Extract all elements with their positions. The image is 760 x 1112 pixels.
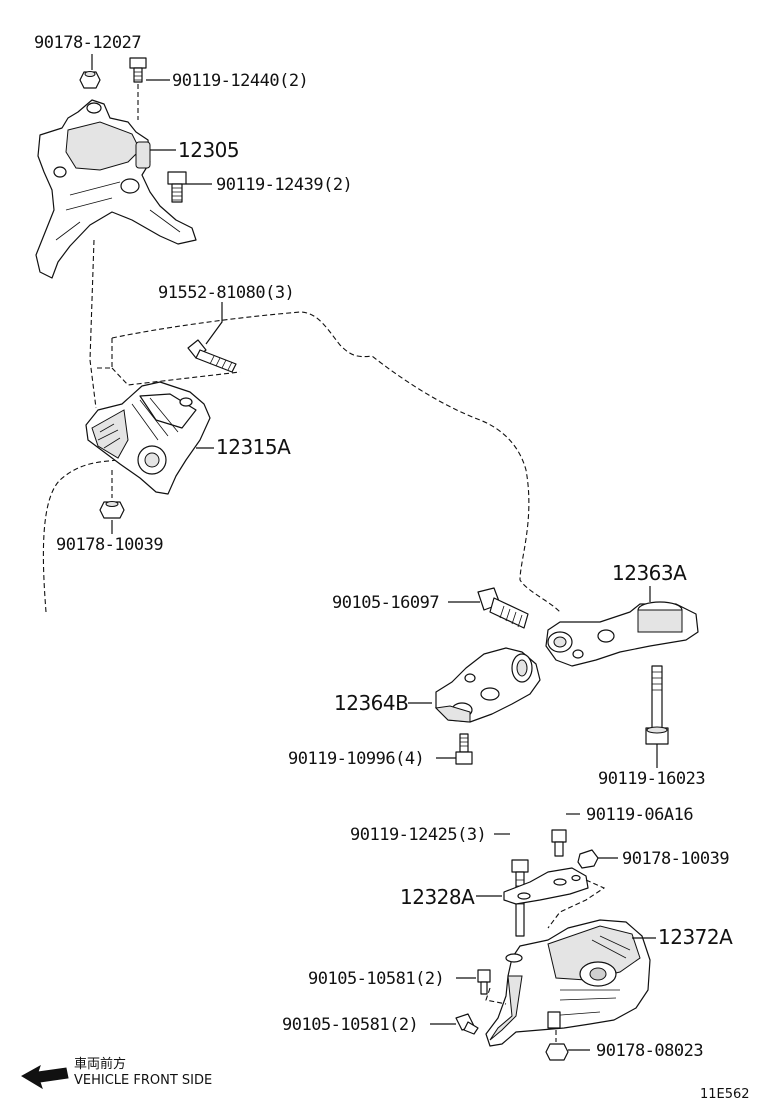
bolt-90105-10581-a-icon [477, 969, 491, 995]
bolt-90105-16097-icon [477, 587, 529, 629]
arrow-left-icon [21, 1064, 69, 1090]
vehicle-front-legend: 車両前方 VEHICLE FRONT SIDE [21, 1056, 212, 1090]
bolt-90119-10996-icon [455, 733, 473, 765]
label-90119-12440: 90119-12440(2) [172, 71, 308, 91]
label-90105-16097: 90105-16097 [332, 593, 439, 613]
label-90119-12425: 90119-12425(3) [350, 825, 486, 845]
engine-mount-12305 [35, 99, 197, 279]
bolt-90119-06a16-icon [551, 829, 567, 857]
label-12328a: 12328A [400, 885, 475, 909]
label-12305: 12305 [178, 138, 239, 162]
label-12315a: 12315A [216, 435, 291, 459]
label-90105-10581-b: 90105-10581(2) [282, 1015, 418, 1035]
diagram-id: 11E562 [700, 1087, 750, 1102]
bolt-91552-81080-icon [187, 339, 237, 373]
engine-mount-12372a [485, 919, 651, 1047]
label-12372a: 12372A [658, 925, 733, 949]
label-90119-16023: 90119-16023 [598, 769, 705, 789]
bolt-90119-12440-icon [129, 57, 147, 83]
label-90178-10039-lower: 90178-10039 [622, 849, 729, 869]
bolt-90119-16023-icon [645, 665, 669, 745]
nut-90178-08023-icon [545, 1043, 569, 1061]
legend-english: VEHICLE FRONT SIDE [74, 1073, 212, 1088]
torque-rod-12363a [545, 601, 699, 667]
label-90119-06a16: 90119-06A16 [586, 805, 693, 825]
bolt-90119-12439-icon [167, 171, 187, 203]
engine-outline [42, 311, 561, 613]
bracket-12315a [85, 381, 211, 495]
label-90178-10039: 90178-10039 [56, 535, 163, 555]
nut-90178-12027-icon [79, 71, 101, 89]
label-90178-12027: 90178-12027 [34, 33, 141, 53]
bracket-12328a [503, 867, 589, 905]
bolt-90105-10581-b-icon [455, 1013, 479, 1035]
label-90119-12439: 90119-12439(2) [216, 175, 352, 195]
legend-japanese: 車両前方 [74, 1056, 126, 1072]
label-12363a: 12363A [612, 561, 687, 585]
leader-lines [91, 54, 658, 1051]
label-12364b: 12364B [334, 691, 408, 715]
label-90119-10996: 90119-10996(4) [288, 749, 424, 769]
nut-90178-10039-icon [99, 501, 125, 519]
label-90105-10581-a: 90105-10581(2) [308, 969, 444, 989]
bracket-12364b [434, 647, 541, 723]
nut-90178-10039-lower-icon [577, 849, 599, 869]
label-91552-81080: 91552-81080(3) [158, 283, 294, 303]
label-90178-08023: 90178-08023 [596, 1041, 703, 1061]
